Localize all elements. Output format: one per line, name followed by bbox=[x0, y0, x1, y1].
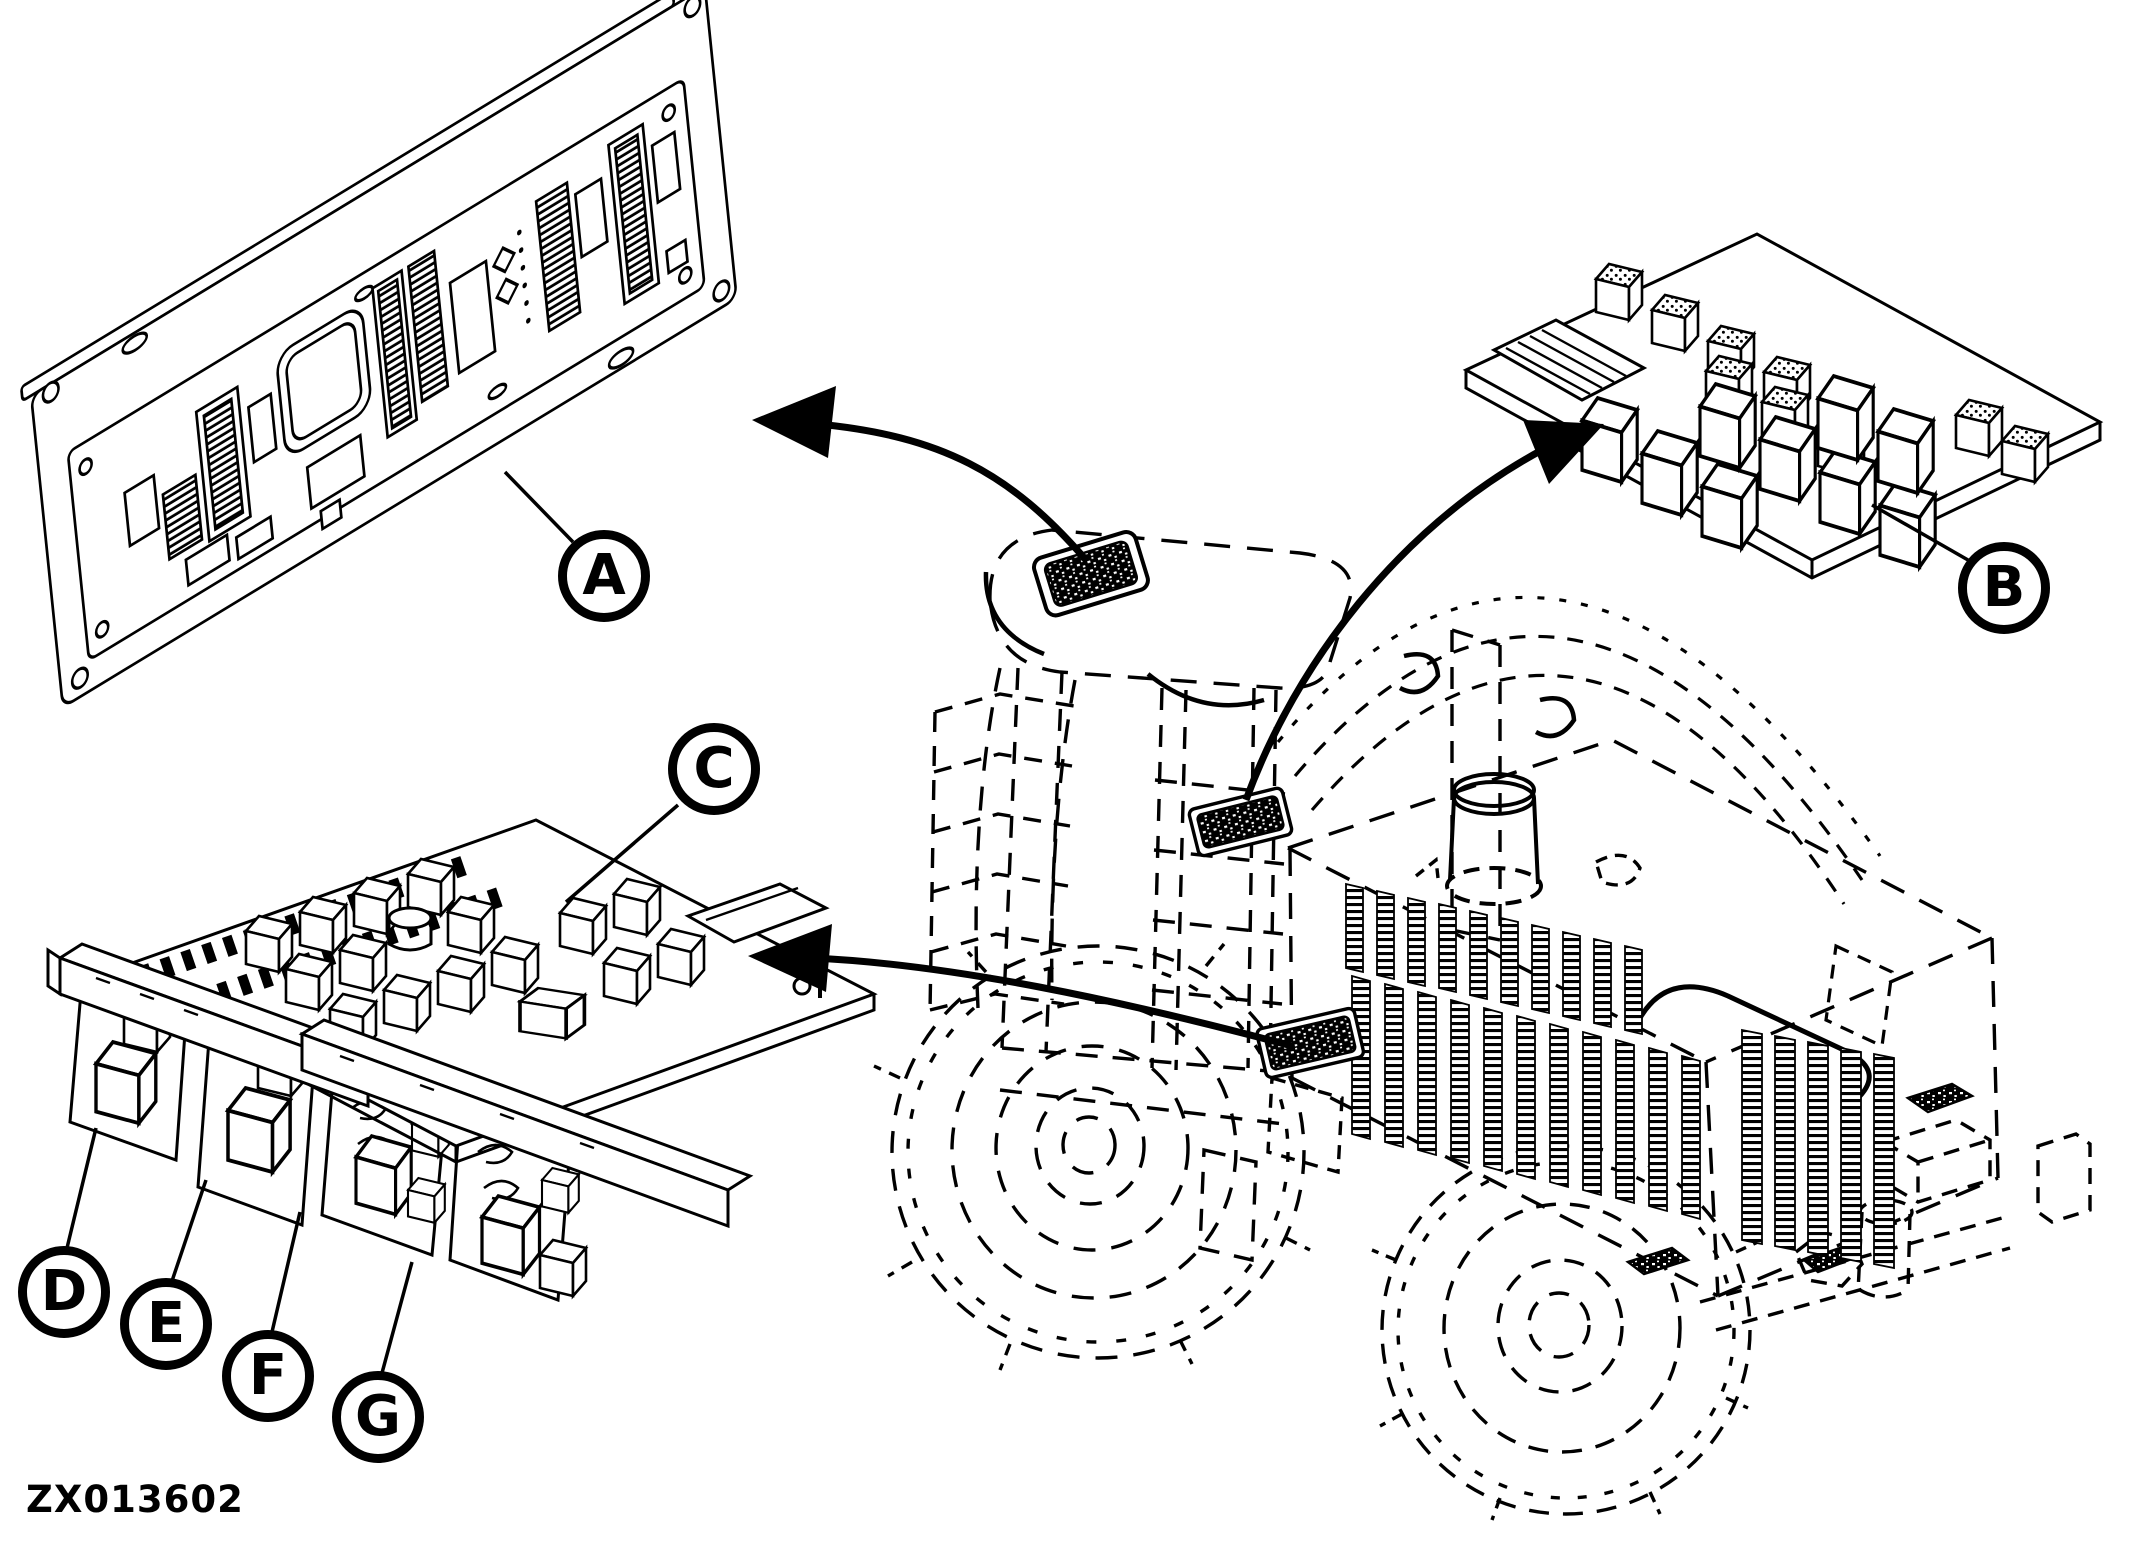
arrow-to-board-a-icon bbox=[752, 386, 1089, 563]
connector-location-marker-c bbox=[1255, 1006, 1366, 1175]
callout-c-label: C bbox=[693, 736, 735, 801]
leader-line-e bbox=[170, 1179, 208, 1282]
connector-location-marker-b bbox=[1187, 786, 1294, 858]
leader-line-b bbox=[1871, 503, 1969, 562]
relay-rail-2 bbox=[298, 1018, 754, 1229]
connector-location-marker-a bbox=[1031, 530, 1150, 618]
callout-a-label: A bbox=[582, 543, 626, 608]
leader-line-d bbox=[65, 1127, 98, 1249]
callout-d: D bbox=[18, 1246, 110, 1338]
callout-g: G bbox=[332, 1371, 424, 1463]
leader-line-a bbox=[503, 470, 575, 544]
callout-c: C bbox=[668, 723, 760, 815]
callout-f-label: F bbox=[248, 1343, 288, 1408]
callout-a: A bbox=[558, 530, 650, 622]
callout-b: B bbox=[1958, 542, 2050, 634]
callout-e-label: E bbox=[146, 1291, 186, 1356]
callout-b-label: B bbox=[1982, 555, 2026, 620]
leader-line-c bbox=[564, 803, 680, 904]
circuit-board-b bbox=[1462, 232, 2104, 580]
hood-louvers bbox=[1345, 882, 1895, 1270]
arrow-to-board-b-icon bbox=[1242, 420, 1604, 802]
callout-e: E bbox=[120, 1278, 212, 1370]
callout-d-label: D bbox=[40, 1259, 88, 1324]
callout-f: F bbox=[222, 1330, 314, 1422]
figure-code: ZX013602 bbox=[26, 1478, 244, 1521]
leader-line-g bbox=[380, 1261, 414, 1374]
vehicle-illustration bbox=[873, 528, 2092, 1521]
leader-lines bbox=[65, 803, 680, 1374]
arrow-to-board-c-icon bbox=[748, 924, 1293, 1050]
leader-line-f bbox=[270, 1211, 302, 1333]
circuit-board-a bbox=[20, 0, 737, 705]
callout-g-label: G bbox=[355, 1384, 401, 1449]
